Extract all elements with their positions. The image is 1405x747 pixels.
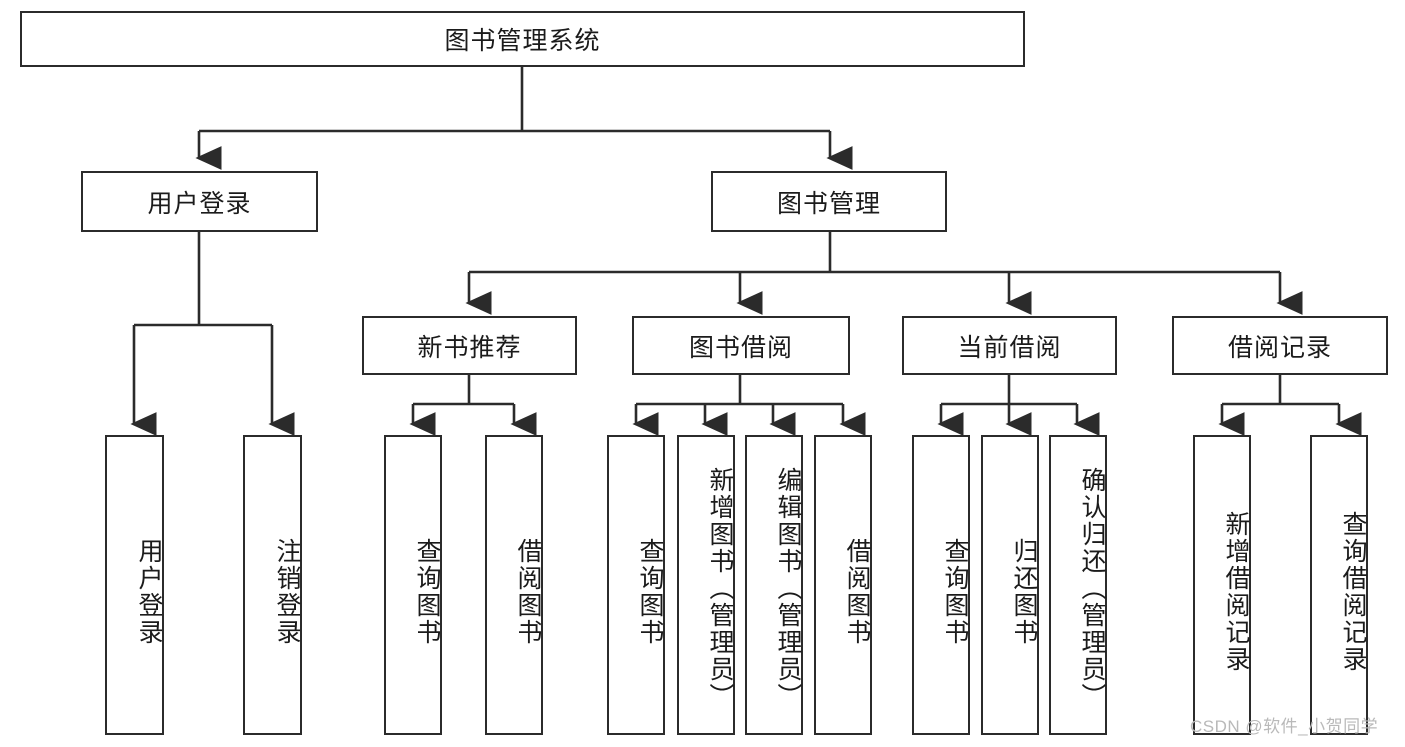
node-current-borrow[interactable]: 当前借阅 <box>902 316 1117 375</box>
leaf-borrow-record-add-record[interactable]: 新增借阅记录 <box>1193 435 1251 735</box>
leaf-book-borrow-add-book-admin[interactable]: 新增图书（管理员） <box>677 435 735 735</box>
node-book-management[interactable]: 图书管理 <box>711 171 947 232</box>
csdn-watermark: CSDN @软件_小贺同学 <box>1190 717 1379 736</box>
leaf-book-borrow-query-book[interactable]: 查询图书 <box>607 435 665 735</box>
node-book-borrow[interactable]: 图书借阅 <box>632 316 850 375</box>
leaf-new-book-query-book[interactable]: 查询图书 <box>384 435 442 735</box>
node-user-login[interactable]: 用户登录 <box>81 171 318 232</box>
leaf-borrow-record-query-record[interactable]: 查询借阅记录 <box>1310 435 1368 735</box>
node-borrow-record[interactable]: 借阅记录 <box>1172 316 1388 375</box>
leaf-user-login-logout[interactable]: 注销登录 <box>243 435 302 735</box>
leaf-new-book-borrow-book[interactable]: 借阅图书 <box>485 435 543 735</box>
leaf-book-borrow-borrow-book[interactable]: 借阅图书 <box>814 435 872 735</box>
leaf-current-borrow-return-book[interactable]: 归还图书 <box>981 435 1039 735</box>
leaf-book-borrow-edit-book-admin[interactable]: 编辑图书（管理员） <box>745 435 803 735</box>
node-root-book-management-system[interactable]: 图书管理系统 <box>20 11 1025 67</box>
leaf-current-borrow-query-book[interactable]: 查询图书 <box>912 435 970 735</box>
node-new-book-recommend[interactable]: 新书推荐 <box>362 316 577 375</box>
leaf-current-borrow-confirm-return-admin[interactable]: 确认归还（管理员） <box>1049 435 1107 735</box>
leaf-user-login-login[interactable]: 用户登录 <box>105 435 164 735</box>
